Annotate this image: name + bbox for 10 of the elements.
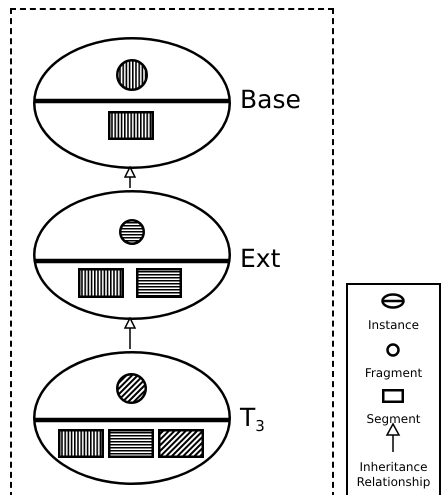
instance-label: Base xyxy=(240,86,301,114)
dashed-frame xyxy=(10,8,334,495)
inheritance-arrow xyxy=(124,317,136,349)
legend-label: Instance xyxy=(366,318,420,333)
legend-label: Segment xyxy=(366,412,422,427)
legend-label: Fragment xyxy=(364,366,424,381)
instance-label: T$_{3}$ xyxy=(240,404,265,437)
legend-label: Inheritance Relationship xyxy=(356,460,432,490)
inheritance-arrow xyxy=(124,166,136,188)
instance-label: Ext xyxy=(240,245,280,273)
